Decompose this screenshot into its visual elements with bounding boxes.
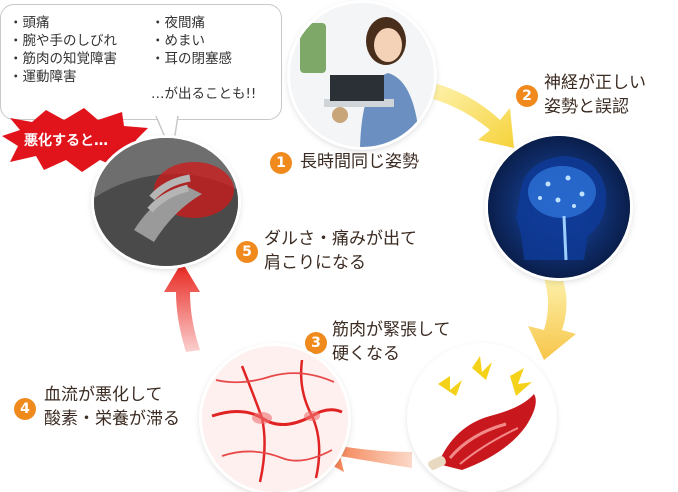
symptom-list-left: 頭痛 腕や手のしびれ 筋肉の知覚障害 運動障害	[9, 14, 118, 86]
step4-text-line1: 血流が悪化して	[44, 385, 163, 405]
symptom-speech-bubble: 頭痛 腕や手のしびれ 筋肉の知覚障害 運動障害 夜間痛 めまい 耳の閉塞感 …が…	[0, 4, 282, 120]
step4-photo-blood-vessels	[202, 346, 348, 492]
symptom-item: 頭痛	[9, 14, 117, 32]
symptom-item: 筋肉の知覚障害	[9, 50, 118, 68]
step5-photo-shoulder-pain	[94, 138, 238, 266]
step2-text-line2: 姿勢と誤認	[544, 97, 629, 117]
symptom-item: 腕や手のしびれ	[9, 32, 118, 50]
arrow-2-to-3	[528, 272, 576, 360]
step4-number-badge: 4	[14, 398, 36, 420]
step5-text-line1: ダルさ・痛みが出て	[264, 229, 417, 249]
step1-photo-woman-desk	[290, 3, 434, 147]
symptom-item: 夜間痛	[151, 14, 232, 32]
step5-number-badge: 5	[236, 241, 258, 263]
step2-photo-brain	[488, 136, 630, 278]
symptom-item: 運動障害	[9, 68, 117, 86]
woman-at-computer-icon	[290, 3, 434, 147]
symptom-item: めまい	[151, 32, 232, 50]
warning-burst	[2, 108, 150, 172]
arrow-1-to-2	[430, 82, 514, 148]
step5-text-line2: 肩こりになる	[264, 253, 366, 273]
symptom-list-right: 夜間痛 めまい 耳の閉塞感	[151, 14, 233, 68]
blood-vessels-icon	[202, 346, 348, 492]
shoulder-pain-icon	[94, 138, 238, 266]
step1-text: 長時間同じ姿勢	[300, 152, 419, 172]
step4-text-line2: 酸素・栄養が滞る	[44, 409, 180, 429]
step2-number-badge: 2	[516, 85, 538, 107]
step2-text-line1: 神経が正しい	[544, 73, 646, 93]
step3-text-line2: 硬くなる	[332, 344, 400, 364]
tense-muscle-icon	[428, 356, 536, 471]
step1-number-badge: 1	[270, 152, 292, 174]
warning-burst-label: 悪化すると…	[24, 133, 108, 149]
symptom-more-text: …が出ることも!!	[151, 86, 257, 102]
step3-photo-muscle	[410, 346, 554, 490]
step3-text-line1: 筋肉が緊張して	[332, 320, 451, 340]
step3-number-badge: 3	[305, 332, 327, 354]
brain-network-icon	[488, 136, 630, 278]
arrow-4-to-5	[164, 262, 200, 352]
symptom-item: 耳の閉塞感	[151, 50, 233, 68]
